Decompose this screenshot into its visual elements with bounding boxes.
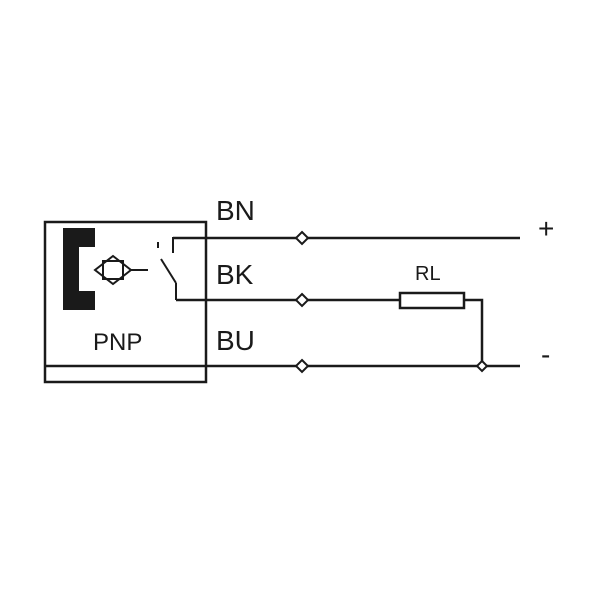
terminal-brown [294, 230, 310, 246]
sensor-housing [43, 220, 208, 384]
switch-contact-icon [157, 237, 180, 300]
load-resistor [398, 291, 466, 310]
wire-brown-label: BN [216, 195, 255, 226]
junction-node [475, 359, 489, 373]
positive-terminal-label: + [538, 213, 554, 244]
sensor-type-label: PNP [93, 329, 142, 356]
oscillator-icon [93, 254, 148, 286]
negative-terminal-label: - [541, 339, 550, 370]
terminal-blue [294, 358, 310, 374]
wire-black-load-return [464, 298, 484, 366]
sensing-face-icon [63, 228, 95, 310]
wire-black-label: BK [216, 259, 254, 290]
load-label: RL [415, 263, 441, 285]
wire-blue-label: BU [216, 325, 255, 356]
terminal-black [294, 292, 310, 308]
